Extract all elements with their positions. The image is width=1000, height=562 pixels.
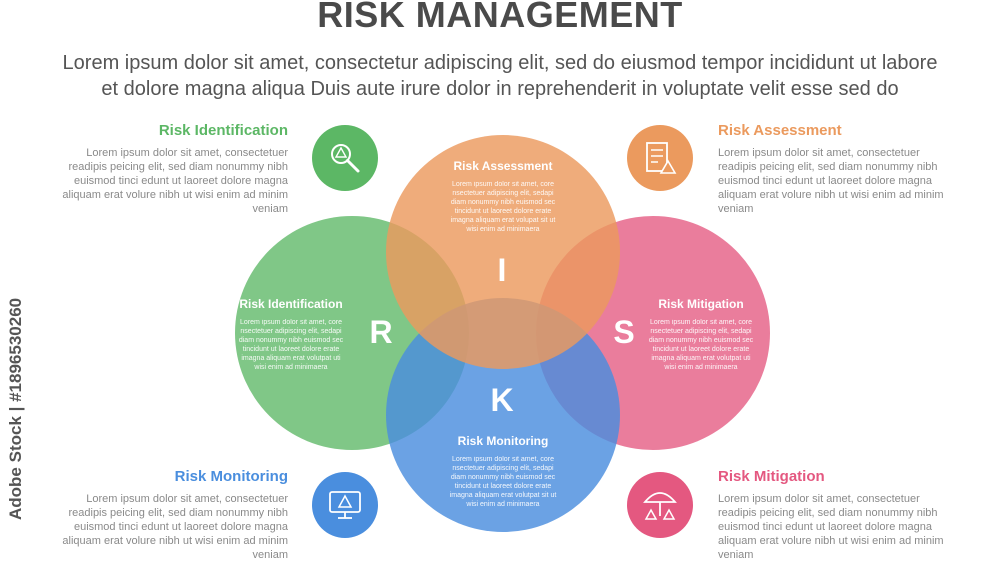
circle-right-text: Risk Mitigation Lorem ipsum dolor sit am… (646, 297, 756, 372)
page-subtitle: Lorem ipsum dolor sit amet, consectetur … (0, 50, 1000, 102)
side-heading-monitoring: Risk Monitoring (174, 468, 288, 485)
side-item-mitigation: Risk Mitigation Lorem ipsum dolor sit am… (718, 468, 953, 562)
page-title: RISK MANAGEMENT (317, 0, 683, 35)
side-body-monitoring: Lorem ipsum dolor sit amet, consectetuer… (62, 493, 288, 561)
letter-i: I (497, 252, 507, 288)
side-body-assessment: Lorem ipsum dolor sit amet, consectetuer… (718, 147, 944, 215)
circle-top-heading: Risk Assessment (453, 159, 553, 173)
circle-bottom-body: Lorem ipsum dolor sit amet, core nsectet… (449, 456, 557, 508)
side-item-assessment: Risk Assessment Lorem ipsum dolor sit am… (718, 122, 953, 216)
side-item-monitoring: Risk Monitoring Lorem ipsum dolor sit am… (53, 468, 288, 562)
magnifier-warning-icon (312, 125, 378, 191)
letter-k: K (490, 382, 514, 418)
side-heading-mitigation: Risk Mitigation (718, 468, 825, 485)
side-body-mitigation: Lorem ipsum dolor sit amet, consectetuer… (718, 493, 944, 561)
circle-bottom-text: Risk Monitoring Lorem ipsum dolor sit am… (448, 434, 558, 509)
letter-r: R (369, 314, 393, 350)
circle-right-body: Lorem ipsum dolor sit amet, core nsectet… (648, 319, 754, 371)
letter-s: S (613, 314, 635, 350)
side-body-identification: Lorem ipsum dolor sit amet, consectetuer… (62, 147, 288, 215)
circle-bottom (386, 298, 620, 532)
subtitle-line-1: Lorem ipsum dolor sit amet, consectetur … (62, 52, 938, 74)
circle-left-body: Lorem ipsum dolor sit amet, core nsectet… (238, 319, 344, 371)
circle-bottom-heading: Risk Monitoring (457, 434, 549, 448)
side-heading-identification: Risk Identification (158, 122, 288, 139)
umbrella-warning-icon (627, 472, 693, 538)
circle-top-body: Lorem ipsum dolor sit amet, core nsectet… (450, 181, 556, 233)
circle-left-heading: Risk Identification (239, 297, 343, 311)
stock-watermark-id: Adobe Stock | #1896530260 (6, 297, 25, 520)
circle-left-text: Risk Identification Lorem ipsum dolor si… (236, 297, 346, 372)
circle-right-heading: Risk Mitigation (658, 297, 744, 311)
circle-top-text: Risk Assessment Lorem ipsum dolor sit am… (448, 159, 558, 234)
checklist-warning-icon (627, 125, 693, 191)
circle-top (386, 135, 620, 369)
subtitle-line-2: et dolore magna aliqua Duis aute irure d… (101, 78, 899, 100)
venn-diagram (235, 135, 770, 532)
side-heading-assessment: Risk Assessment (718, 122, 842, 139)
monitor-warning-icon (312, 472, 378, 538)
side-item-identification: Risk Identification Lorem ipsum dolor si… (53, 122, 288, 216)
